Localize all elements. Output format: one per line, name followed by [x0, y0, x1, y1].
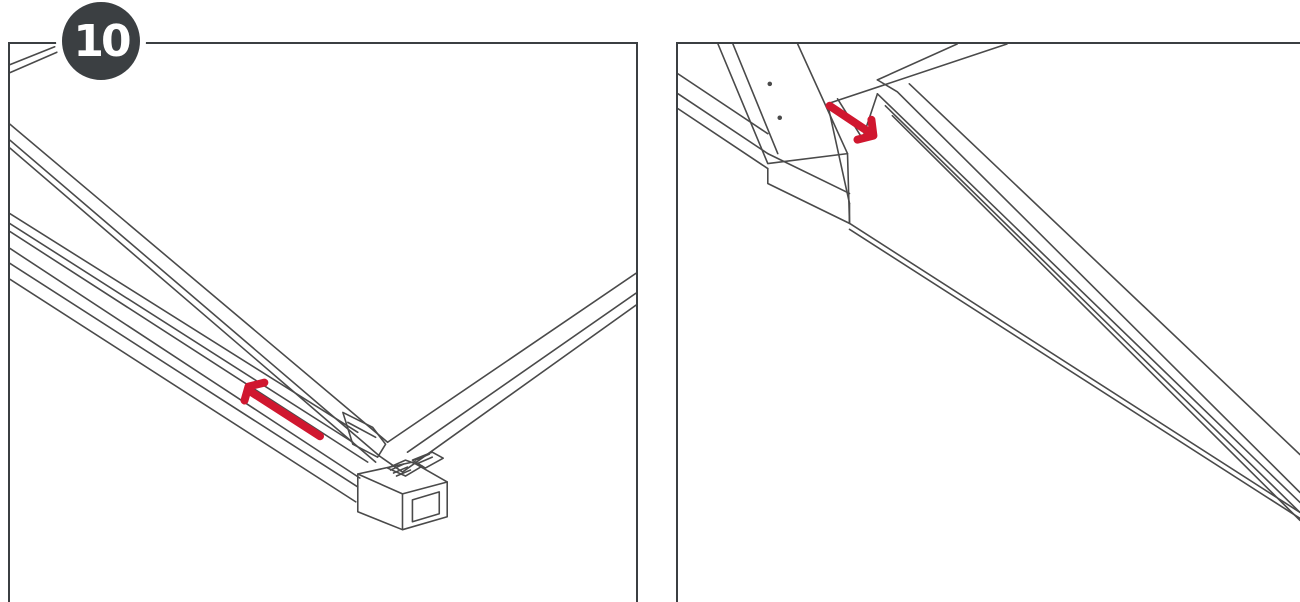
frame-bar-edge	[10, 123, 389, 444]
panel-frame-edge	[378, 455, 404, 473]
detail-panel-right	[676, 42, 1300, 602]
rail-edge	[10, 262, 359, 488]
rail-edge	[10, 230, 369, 463]
panel-frame-edge	[876, 44, 958, 81]
rail-edge	[678, 93, 769, 155]
panel-frame-edge	[891, 114, 1300, 522]
bracket-ridges	[414, 453, 434, 464]
left-illustration	[10, 45, 636, 531]
base-block-edge	[766, 152, 851, 195]
panel-corner-edge	[826, 102, 851, 205]
step-number: 10	[73, 15, 131, 67]
post-hole	[777, 115, 783, 121]
bottom-rail-edge	[848, 228, 1300, 520]
bracket-ridges	[389, 463, 412, 477]
tube-opening	[411, 491, 441, 523]
frame-bar-edge	[10, 147, 377, 463]
top-rail-line	[10, 45, 56, 66]
panel-frame-edge	[908, 83, 1300, 456]
rail-edge	[678, 107, 769, 170]
step-number-badge: 10	[56, 0, 146, 86]
corner-block-edge	[356, 473, 449, 495]
rail-edge	[10, 222, 354, 444]
base-block	[766, 167, 851, 225]
rail-edge	[678, 73, 769, 135]
clip-part	[347, 421, 377, 439]
upright-post	[717, 44, 849, 165]
detail-panel-left	[8, 42, 638, 602]
panel-frame-edge	[884, 104, 1300, 514]
rail-edge	[10, 278, 357, 503]
clip-part	[342, 411, 387, 458]
direction-arrow	[240, 378, 324, 441]
panel-frame-edge	[826, 44, 1008, 105]
bracket-part	[411, 451, 445, 469]
right-illustration	[678, 44, 1300, 522]
upright-post-edge	[732, 44, 779, 155]
base-block-edge	[846, 152, 851, 225]
panel-frame-edge	[386, 272, 636, 444]
panel-frame-edge	[876, 93, 1300, 504]
panel-frame-edge	[876, 79, 1300, 494]
rail-edge	[10, 247, 361, 479]
direction-arrow	[825, 101, 878, 144]
bottom-rail-edge	[848, 222, 1300, 514]
post-hole	[767, 81, 773, 87]
frame-bar-edge	[10, 139, 381, 457]
panel-frame-edge	[406, 292, 636, 453]
panel-frame-edge	[401, 304, 636, 473]
rail-edge	[10, 212, 359, 434]
